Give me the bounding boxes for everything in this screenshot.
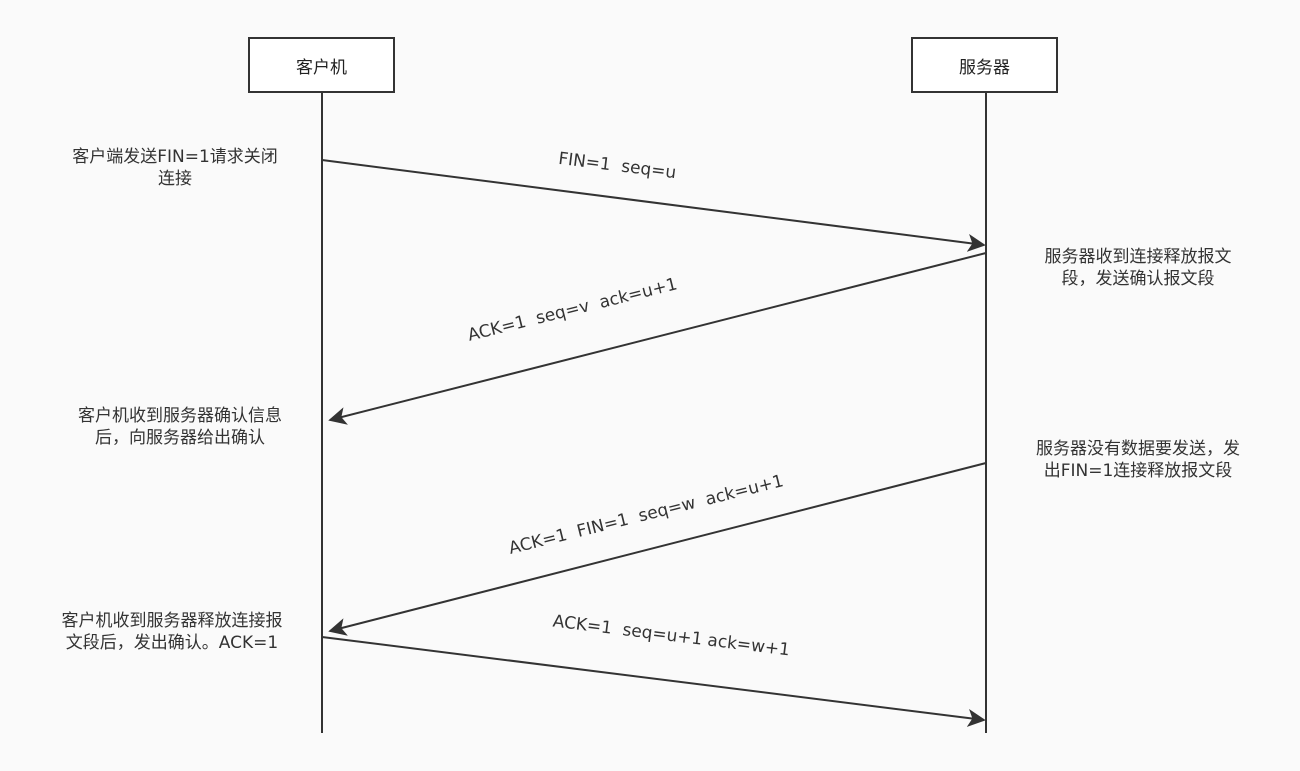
message-arrow-fin (321, 159, 986, 252)
server-participant-box: 服务器 (911, 37, 1058, 93)
server-participant-label: 服务器 (959, 57, 1010, 78)
note-client-recv-ack: 客户机收到服务器确认信息 后，向服务器给出确认 (58, 405, 302, 449)
message-arrow-final-ack (321, 636, 986, 727)
note-server-recv-fin: 服务器收到连接释放报文 段，发送确认报文段 (1020, 246, 1256, 290)
note-line: 连接 (158, 169, 192, 189)
note-line: 文段后，发出确认。ACK=1 (65, 633, 279, 653)
note-line: 后，向服务器给出确认 (95, 428, 265, 448)
note-line: 客户机收到服务器释放连接报 (61, 611, 283, 631)
message-arrow-ack (328, 252, 987, 425)
note-line: 客户端发送FIN=1请求关闭 (72, 147, 278, 167)
message-arrow-fin-ack (328, 462, 987, 636)
note-client-send-fin: 客户端发送FIN=1请求关闭 连接 (58, 146, 292, 190)
note-line: 出FIN=1连接释放报文段 (1043, 461, 1233, 481)
note-line: 服务器收到连接释放报文 (1044, 247, 1232, 267)
note-line: 客户机收到服务器确认信息 (78, 406, 282, 426)
client-participant-box: 客户机 (248, 37, 395, 93)
note-client-recv-fin: 客户机收到服务器释放连接报 文段后，发出确认。ACK=1 (40, 610, 304, 654)
note-line: 段，发送确认报文段 (1061, 269, 1215, 289)
note-server-send-fin: 服务器没有数据要发送，发 出FIN=1连接释放报文段 (1010, 438, 1266, 482)
note-line: 服务器没有数据要发送，发 (1036, 439, 1240, 459)
client-participant-label: 客户机 (296, 57, 347, 78)
